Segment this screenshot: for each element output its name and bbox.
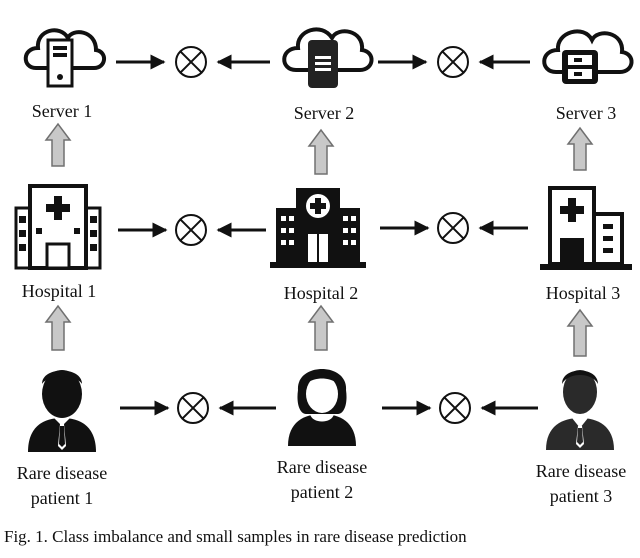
up-arrow-patient1-hospital1 [44,304,72,351]
up-arrow-hospital2-server2 [307,128,335,175]
aggregation-node-icon [175,214,207,246]
aggregation-node-icon [437,212,469,244]
server-2-label: Server 2 [293,103,355,123]
server-2-cloud-icon [282,27,374,88]
patient-2-label-line1: Rare disease [276,457,368,477]
patient-1-label-line2: patient 1 [30,488,94,508]
aggregation-node-icon [439,392,471,424]
hospital-1-label: Hospital 1 [21,281,97,301]
hospital-3-label: Hospital 3 [545,283,621,303]
patient-3-male-icon [546,370,614,450]
patient-3-label-line1: Rare disease [535,461,627,481]
server-3-cloud-icon [542,29,634,84]
patient-2-label-line2: patient 2 [290,482,354,502]
aggregation-node-icon [175,46,207,78]
up-arrow-patient3-hospital3 [566,308,594,357]
aggregation-node-icon [177,392,209,424]
figure-caption: Fig. 1. Class imbalance and small sample… [4,527,467,546]
up-arrow-patient2-hospital2 [307,304,335,351]
hospital-2-label: Hospital 2 [283,283,359,303]
hospital-2-icon [270,188,366,268]
up-arrow-hospital3-server3 [566,126,594,171]
server-1-cloud-icon [23,28,106,88]
hospital-1-icon [14,184,102,270]
patient-3-label-line2: patient 3 [549,486,613,506]
server-1-label: Server 1 [31,101,93,121]
patient-1-male-icon [28,370,96,452]
patient-2-female-icon [288,369,356,446]
hospital-3-icon [540,186,632,270]
up-arrow-hospital1-server1 [44,122,72,167]
aggregation-node-icon [437,46,469,78]
patient-1-label-line1: Rare disease [16,463,108,483]
server-3-label: Server 3 [555,103,617,123]
